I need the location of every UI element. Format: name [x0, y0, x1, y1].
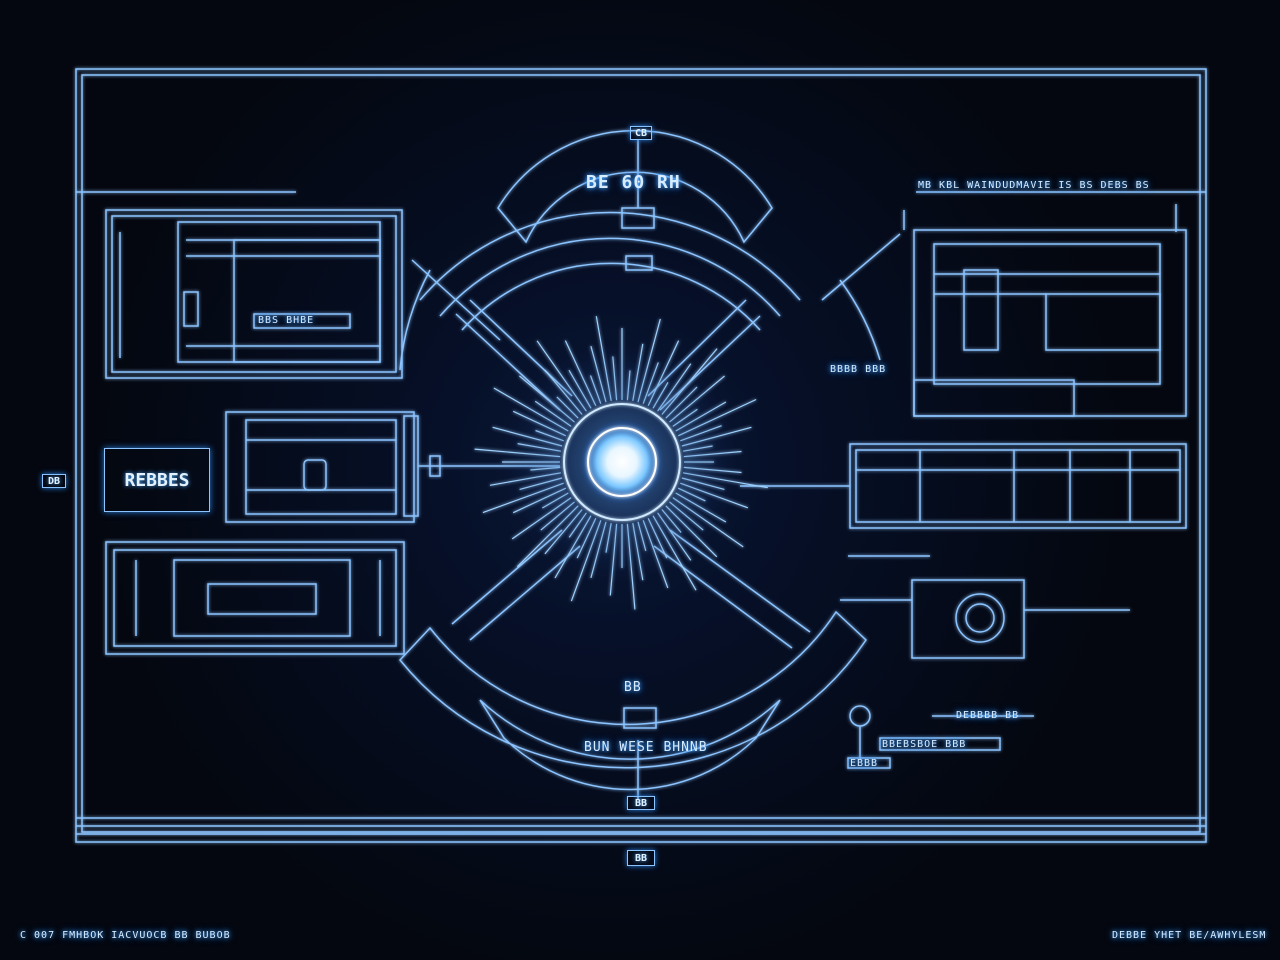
- top-marker: CB: [630, 126, 652, 140]
- lower-left-module: [105, 541, 405, 655]
- right-callouts: [847, 705, 1034, 769]
- outer-frame: [75, 68, 1207, 843]
- upper-right-module: [903, 204, 1187, 417]
- left-edge-marker: DB: [42, 474, 66, 488]
- bottom-arc-label: BUN WESE BHNNB: [584, 740, 708, 755]
- right-stack-2: BBEBSBOE BBB: [882, 739, 967, 750]
- upper-left-module: [105, 209, 403, 379]
- footer-right: DEBBE YHET BE/AWHYLESM: [1112, 930, 1267, 941]
- right-note: BBBB BBB: [830, 364, 887, 375]
- left-box-label: REBBES: [104, 448, 210, 512]
- right-gauge-module: [840, 555, 1130, 659]
- right-stack-3: EBBB: [850, 758, 879, 769]
- left-panel-note: BBS BHBE: [258, 315, 315, 326]
- arc-title: BE 60 RH: [586, 172, 681, 193]
- left-mid-module: [225, 411, 462, 523]
- core-ring-inner: [587, 427, 657, 497]
- bottom-marker-1: BB: [627, 796, 655, 810]
- footer-left: C 007 FMHBOK IACVUOCB BB BUBOB: [20, 930, 231, 941]
- header-right-text: MB KBL WAINDUDMAVIE IS BS DEBS BS: [918, 180, 1150, 191]
- right-stack-1: DEBBBB BB: [956, 710, 1020, 721]
- arc-lower-marker: BB: [624, 680, 642, 695]
- core-ring-outer: [563, 403, 681, 521]
- core-glow: [580, 420, 664, 504]
- right-bar-module: [740, 443, 1187, 529]
- bottom-marker-2: BB: [627, 850, 655, 866]
- inner-frame: [81, 74, 1201, 833]
